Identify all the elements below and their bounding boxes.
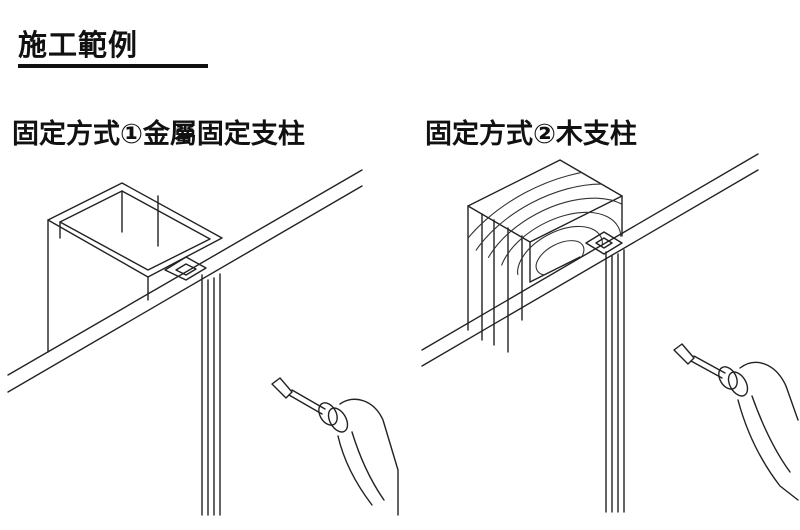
metal-rail-board	[7, 169, 363, 393]
title-underline	[18, 64, 208, 68]
caption-wood-post: 固定方式②木支柱	[425, 119, 637, 150]
metal-post-figure	[7, 169, 399, 516]
wood-post-figure	[421, 153, 799, 513]
metal-post	[47, 182, 223, 353]
page-title: 施工範例	[18, 28, 139, 62]
wood-rail-board	[421, 153, 759, 367]
screwdriver-drill-left	[271, 377, 399, 516]
screwdriver-drill-right	[673, 343, 799, 501]
metal-connector-channel	[164, 256, 221, 516]
wood-post	[467, 159, 623, 353]
caption-metal-post: 固定方式①金屬固定支柱	[12, 119, 305, 150]
wood-connector-channel	[585, 231, 625, 513]
